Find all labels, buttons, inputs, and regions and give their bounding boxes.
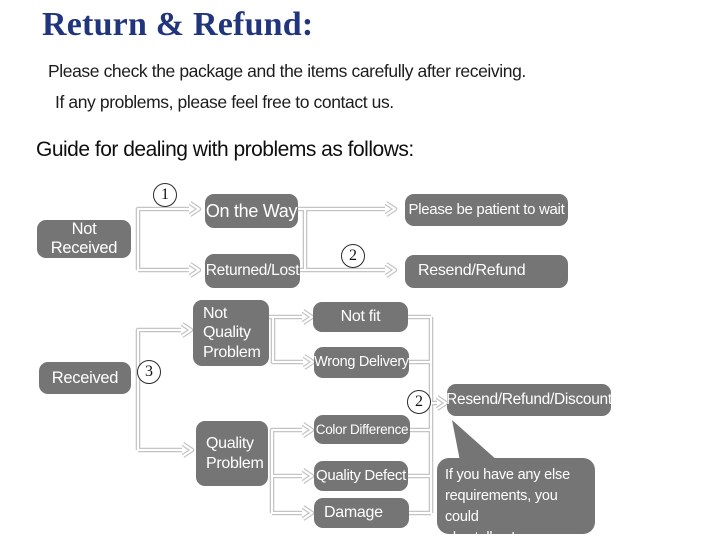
node-not-fit: Not fit <box>313 302 408 332</box>
intro-line-1: Please check the package and the items c… <box>48 61 526 81</box>
node-resend-refund-discount: Resend/Refund/Discount <box>446 384 612 416</box>
node-returned-lost: Returned/Lost <box>205 254 300 288</box>
node-received: Received <box>39 362 131 394</box>
step-marker-1: 1 <box>153 183 177 207</box>
node-color-difference: Color Difference <box>314 415 410 444</box>
step-marker-3: 3 <box>137 360 161 384</box>
speech-bubble-tail <box>452 420 498 461</box>
node-wrong-delivery: Wrong Delivery <box>314 347 409 378</box>
node-not-received: Not Received <box>37 220 131 258</box>
node-damage: Damage <box>314 498 409 528</box>
speech-bubble: If you have any else requirements, you c… <box>437 458 595 536</box>
step-marker-2b: 2 <box>407 390 431 414</box>
node-quality-defect: Quality Defect <box>314 461 408 491</box>
node-not-quality-problem: Not Quality Problem <box>193 300 269 366</box>
intro-line-2: If any problems, please feel free to con… <box>55 92 394 112</box>
guide-heading: Guide for dealing with problems as follo… <box>36 138 414 161</box>
step-marker-2a: 2 <box>341 244 365 268</box>
node-please-be-patient: Please be patient to wait <box>405 194 568 226</box>
page-title: Return & Refund: <box>42 6 314 43</box>
node-quality-problem: Quality Problem <box>196 421 268 486</box>
node-resend-refund: Resend/Refund <box>405 255 568 288</box>
node-on-the-way: On the Way <box>205 194 298 228</box>
